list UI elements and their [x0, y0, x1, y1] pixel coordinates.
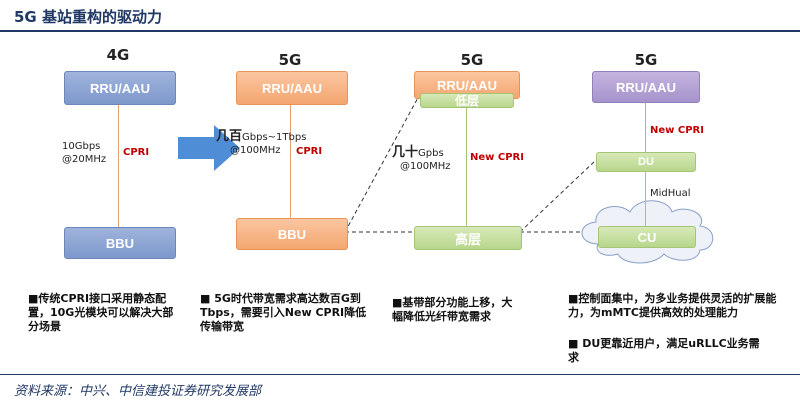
- new-cpri-label: New CPRI: [470, 152, 524, 163]
- dashed-connector: [344, 93, 421, 233]
- cpri-label: CPRI: [123, 147, 150, 158]
- rate-label: 几百Gbps~1Tbps @100MHz: [216, 130, 306, 157]
- source-footer: 资料来源：中兴、中信建投证券研究发展部: [14, 384, 262, 399]
- arrow-right-icon: [178, 125, 240, 171]
- rate-magnitude: 几十: [392, 145, 419, 160]
- high-layer-box: 高层: [414, 226, 522, 250]
- rate-magnitude: 几百: [216, 129, 243, 144]
- dashed-connector: [519, 159, 597, 233]
- bbu-box: BBU: [236, 218, 348, 250]
- midhaul-label: MidHual: [650, 188, 691, 199]
- rru-aau-box: RRU/AAU: [592, 71, 700, 103]
- rate-label: 10Gbps @20MHz: [62, 140, 106, 166]
- cpri-link-line: [118, 103, 119, 227]
- new-cpri-link-line: [466, 106, 467, 226]
- note-5g-bandwidth: ■ 5G时代带宽需求高达数百G到Tbps，需要引入New CPRI降低传输带宽: [200, 292, 367, 333]
- low-layer-box: 低层: [420, 93, 514, 108]
- du-box: DU: [596, 152, 696, 172]
- note-du: ■ DU更靠近用户，满足uRLLC业务需求: [568, 337, 760, 364]
- column-head-5g-1: 5G: [278, 51, 302, 69]
- note-4g: ■传统CPRI接口采用静态配置，10G光模块可以解决大部分场景: [28, 292, 174, 333]
- column-head-5g-3: 5G: [634, 51, 658, 69]
- rate-value: Gbps~1Tbps: [242, 132, 307, 143]
- rate-bandwidth: @100MHz: [400, 161, 451, 172]
- footer-rule: [0, 374, 800, 375]
- rru-aau-box: RRU/AAU: [64, 71, 176, 105]
- new-cpri-link-line: [645, 101, 646, 152]
- title-rule: [0, 30, 800, 32]
- page-title: 5G 基站重构的驱动力: [14, 8, 162, 26]
- rate-value: Gpbs: [418, 148, 444, 159]
- rate-value: 10Gbps: [62, 141, 101, 152]
- rate-bandwidth: @20MHz: [62, 154, 107, 165]
- rate-bandwidth: @100MHz: [230, 145, 281, 156]
- midhaul-link-line: [645, 170, 646, 226]
- rate-label: 几十Gpbs @100MHz: [392, 146, 450, 173]
- column-head-4g: 4G: [106, 46, 130, 64]
- cu-box: CU: [598, 226, 696, 248]
- bbu-box: BBU: [64, 227, 176, 259]
- cpri-link-line: [290, 103, 291, 227]
- cpri-label: CPRI: [296, 146, 323, 157]
- note-5g-baseband: ■基带部分功能上移，大幅降低光纤带宽需求: [392, 296, 513, 323]
- column-head-5g-2: 5G: [460, 51, 484, 69]
- rru-aau-box: RRU/AAU: [236, 71, 348, 105]
- note-control-plane: ■控制面集中，为多业务提供灵活的扩展能力，为mMTC提供高效的处理能力: [568, 292, 777, 319]
- new-cpri-label: New CPRI: [650, 125, 704, 136]
